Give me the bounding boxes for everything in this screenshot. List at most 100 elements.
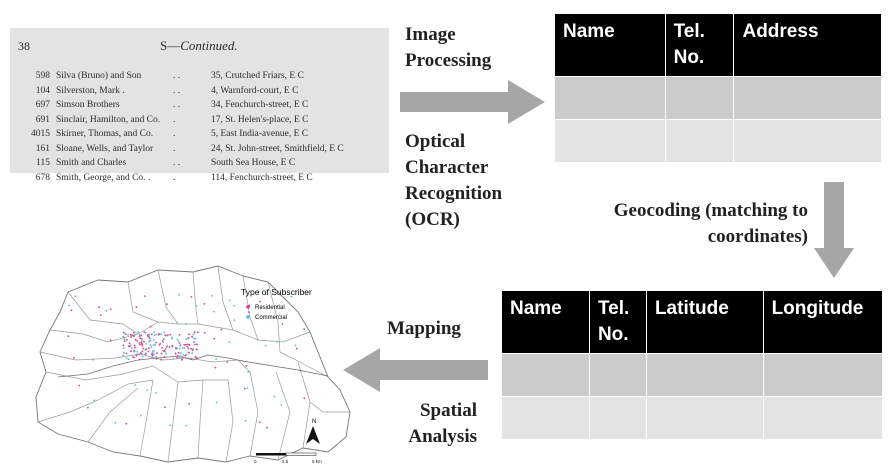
subscriber-point [215, 358, 218, 361]
subscriber-point [137, 331, 140, 334]
label-spatial-analysis: Spatial Analysis [380, 398, 477, 450]
subscriber-point [123, 352, 125, 354]
subscriber-point [131, 334, 134, 337]
subscriber-point [139, 352, 142, 355]
scan-heading-continued: Continued. [180, 38, 238, 53]
subscriber-point [159, 356, 162, 359]
subscriber-point [129, 344, 132, 346]
subscriber-point [139, 337, 142, 340]
scan-row-number: 104 [35, 85, 50, 96]
subscriber-point [151, 354, 154, 357]
label-spatial-analysis-line2: Analysis [408, 426, 477, 447]
subscriber-point [192, 333, 195, 336]
table-geocoded-output: Name Tel. No. Latitude Longitude [501, 290, 884, 440]
subscriber-point [244, 419, 247, 422]
scan-row-name: Simson Brothers [56, 100, 120, 110]
scale-bar: 0 2.5 5 km [254, 452, 322, 464]
subscriber-point [246, 387, 249, 389]
subscriber-point [154, 344, 157, 346]
subscriber-point [185, 323, 188, 326]
subscriber-point [296, 347, 298, 350]
river-thames [57, 354, 329, 378]
subscriber-point [247, 311, 250, 313]
subscriber-point [181, 356, 184, 358]
arrow-left [343, 348, 488, 392]
subscriber-point [138, 335, 141, 338]
scan-row-number: 598 [35, 71, 50, 81]
subscriber-point [194, 343, 196, 346]
subscriber-point [138, 343, 141, 346]
subscriber-point [177, 351, 180, 354]
col-header-longitude: Longitude [762, 290, 884, 354]
subscriber-point [186, 343, 189, 346]
subscriber-point [162, 338, 165, 340]
label-image-processing-line2: Processing [405, 50, 492, 71]
subscriber-point [179, 347, 181, 350]
subscriber-point [160, 352, 163, 355]
subscriber-point [160, 333, 163, 336]
subscriber-point [220, 328, 223, 331]
subscriber-point [124, 332, 126, 335]
scan-row-number: 4015 [31, 129, 50, 139]
subscriber-point [125, 357, 128, 360]
subscriber-point [172, 358, 175, 360]
subscriber-point [122, 335, 125, 338]
subscriber-point [153, 350, 155, 352]
subscriber-point [74, 295, 77, 298]
subscriber-point [167, 334, 169, 336]
subscriber-point [122, 354, 125, 357]
col-header-tel-text: Tel. No. [673, 21, 705, 68]
subscriber-point [186, 345, 189, 348]
subscriber-point [98, 306, 100, 309]
subscriber-point [280, 404, 283, 406]
subscriber-point [190, 347, 193, 350]
subscriber-point [123, 347, 125, 350]
table-row [554, 76, 882, 120]
subscriber-point [191, 349, 194, 352]
label-mapping: Mapping [387, 318, 461, 339]
subscriber-point [179, 344, 182, 347]
subscriber-point [130, 336, 133, 338]
subscriber-point [195, 348, 198, 351]
subscriber-point [150, 353, 153, 356]
subscriber-point [294, 344, 297, 347]
label-geocoding: Geocoding (matching to coordinates) [560, 198, 808, 250]
subscriber-point [160, 358, 163, 361]
scan-row-address: 35, Crutched Friars, E C [211, 71, 304, 81]
subscriber-points [67, 293, 306, 429]
subscriber-point [165, 352, 168, 355]
subscriber-point [163, 331, 166, 334]
scan-row-address: 24, St. John-street, Smithfield, E C [211, 143, 344, 154]
subscriber-point [178, 356, 181, 359]
label-ocr-line4: (OCR) [405, 209, 460, 230]
subscriber-point [281, 323, 284, 325]
subscriber-point [175, 347, 178, 350]
subscriber-point [153, 334, 156, 337]
subscriber-point [143, 331, 146, 333]
subscriber-point [133, 344, 136, 347]
subscriber-point [162, 341, 165, 344]
subscriber-point [128, 342, 131, 345]
subscriber-point [187, 337, 190, 339]
subscriber-point [152, 344, 155, 347]
subscriber-point [141, 355, 144, 358]
subscriber-point [233, 304, 236, 307]
subscriber-point [68, 304, 71, 307]
subscriber-point [162, 350, 165, 352]
subscriber-point [213, 337, 216, 340]
scan-row-number: 115 [36, 158, 50, 168]
subscriber-point [141, 350, 144, 353]
subscriber-point [132, 331, 135, 334]
subscriber-point [264, 344, 267, 347]
scale-label-0: 0 [254, 459, 257, 464]
subscriber-point [161, 347, 164, 349]
subscriber-point [182, 353, 185, 356]
subscriber-point [197, 331, 199, 334]
subscriber-point [188, 352, 190, 354]
scan-row-name: Skirner, Thomas, and Co. [56, 129, 154, 139]
subscriber-point [133, 346, 136, 349]
label-ocr-line1: Optical [405, 131, 466, 152]
subscriber-point [140, 334, 143, 337]
subscriber-point [92, 359, 95, 361]
subscriber-point [144, 349, 147, 351]
